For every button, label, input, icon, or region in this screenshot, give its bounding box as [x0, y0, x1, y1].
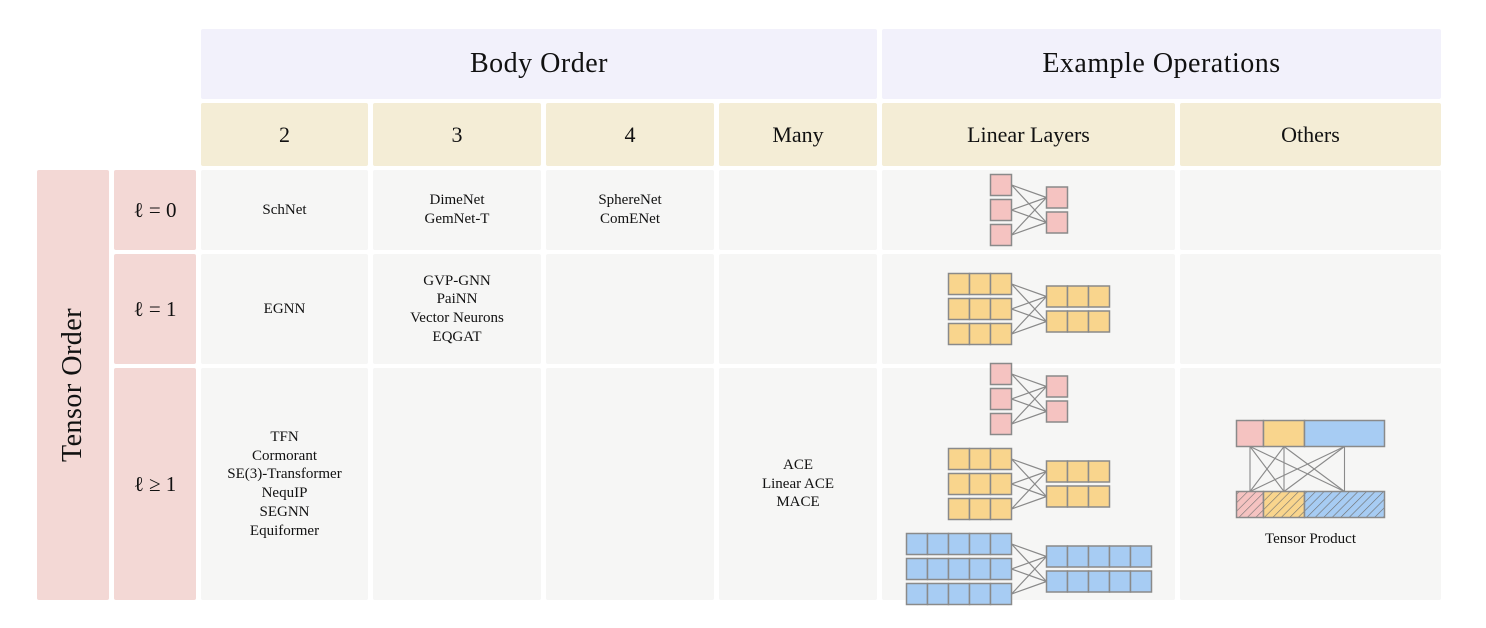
cell-l0-body3: DimeNet GemNet-T	[373, 170, 541, 250]
row-label-lge1: ℓ ≥ 1	[114, 368, 196, 600]
cell-lge1-others: Tensor Product	[1180, 368, 1441, 600]
cell-lge1-body4	[546, 368, 714, 600]
cell-l0-many	[719, 170, 877, 250]
comparison-table: Body Order Example Operations 2 3 4 Many…	[37, 29, 1441, 606]
body-order-header: Body Order	[201, 29, 877, 99]
cell-lge1-body3	[373, 368, 541, 600]
scalar-linear-layer-diagram	[989, 173, 1069, 247]
column-header-linear-layers: Linear Layers	[882, 103, 1175, 166]
cell-lge1-many: ACE Linear ACE MACE	[719, 368, 877, 600]
row-label-l1: ℓ = 1	[114, 254, 196, 364]
example-operations-header: Example Operations	[882, 29, 1441, 99]
cell-l1-many	[719, 254, 877, 364]
vector-linear-layer-diagram	[947, 272, 1111, 346]
tensor-product-diagram: Tensor Product	[1235, 419, 1386, 549]
tensor-order-label: Tensor Order	[57, 307, 88, 463]
tensor-product-label: Tensor Product	[1264, 531, 1357, 547]
cell-lge1-linear-layers	[882, 362, 1175, 606]
stacked-linear-layer-diagrams	[905, 362, 1153, 606]
column-header-body3: 3	[373, 103, 541, 166]
row-label-l0: ℓ = 0	[114, 170, 196, 250]
column-header-body2: 2	[201, 103, 368, 166]
column-header-others: Others	[1180, 103, 1441, 166]
cell-l1-body2: EGNN	[201, 254, 368, 364]
tensor-order-band: Tensor Order	[37, 170, 109, 600]
column-header-many: Many	[719, 103, 877, 166]
cell-l1-body3: GVP-GNN PaiNN Vector Neurons EQGAT	[373, 254, 541, 364]
cell-l0-body2: SchNet	[201, 170, 368, 250]
column-header-body4: 4	[546, 103, 714, 166]
tensor-product-svg	[1235, 419, 1386, 525]
cell-l1-body4	[546, 254, 714, 364]
cell-l0-others	[1180, 170, 1441, 250]
cell-lge1-body2: TFN Cormorant SE(3)-Transformer NequIP S…	[201, 368, 368, 600]
cell-l1-linear-layers	[882, 254, 1175, 364]
cell-l0-body4: SphereNet ComENet	[546, 170, 714, 250]
cell-l1-others	[1180, 254, 1441, 364]
cell-l0-linear-layers	[882, 170, 1175, 250]
